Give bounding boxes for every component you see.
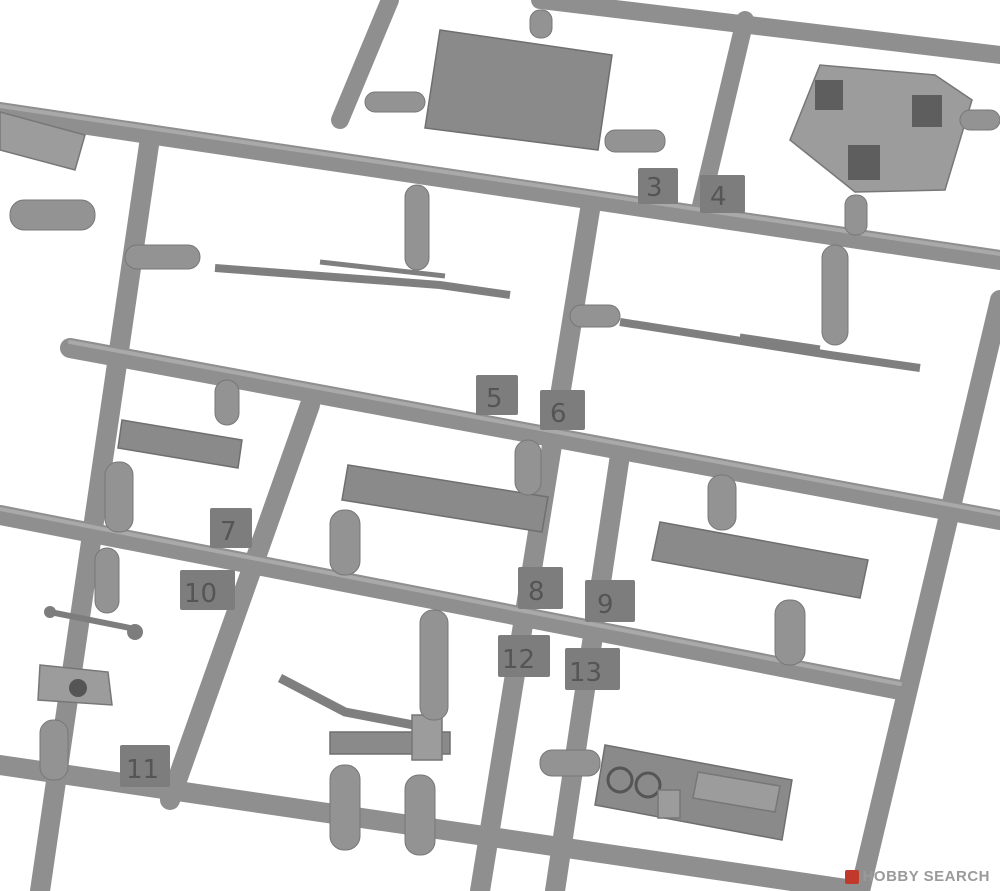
part-number-3: 3 [646,173,663,203]
part-number-9: 9 [597,590,614,620]
part-number-7: 7 [220,517,237,547]
part-number-5: 5 [486,384,503,414]
part-handle-10 [44,547,143,640]
part-rod-upper-right [569,244,921,372]
part-vent-box [789,64,1000,236]
part-plate-9 [651,474,869,666]
part-bracket-11 [37,664,113,781]
part-number-labels: 3 4 5 6 7 8 9 10 11 12 13 [126,173,727,785]
part-number-12: 12 [502,645,535,675]
part-number-11: 11 [126,755,159,785]
part-number-10: 10 [184,579,217,609]
part-lever-12 [277,609,451,856]
part-number-6: 6 [550,399,567,429]
part-edge-left [0,111,96,231]
hobby-search-watermark: HOBBY SEARCH [844,868,990,885]
part-number-4: 4 [710,182,727,212]
part-panel-13 [539,744,793,841]
part-rod-upper-left [124,184,511,299]
part-plate-8 [329,439,549,576]
part-plate-7 [104,379,243,533]
part-number-tags [120,168,745,787]
part-number-8: 8 [528,577,545,607]
part-panel-top [364,9,666,153]
hobby-search-logo-icon [844,869,859,884]
watermark-text: HOBBY SEARCH [862,868,990,885]
part-number-13: 13 [569,658,602,688]
